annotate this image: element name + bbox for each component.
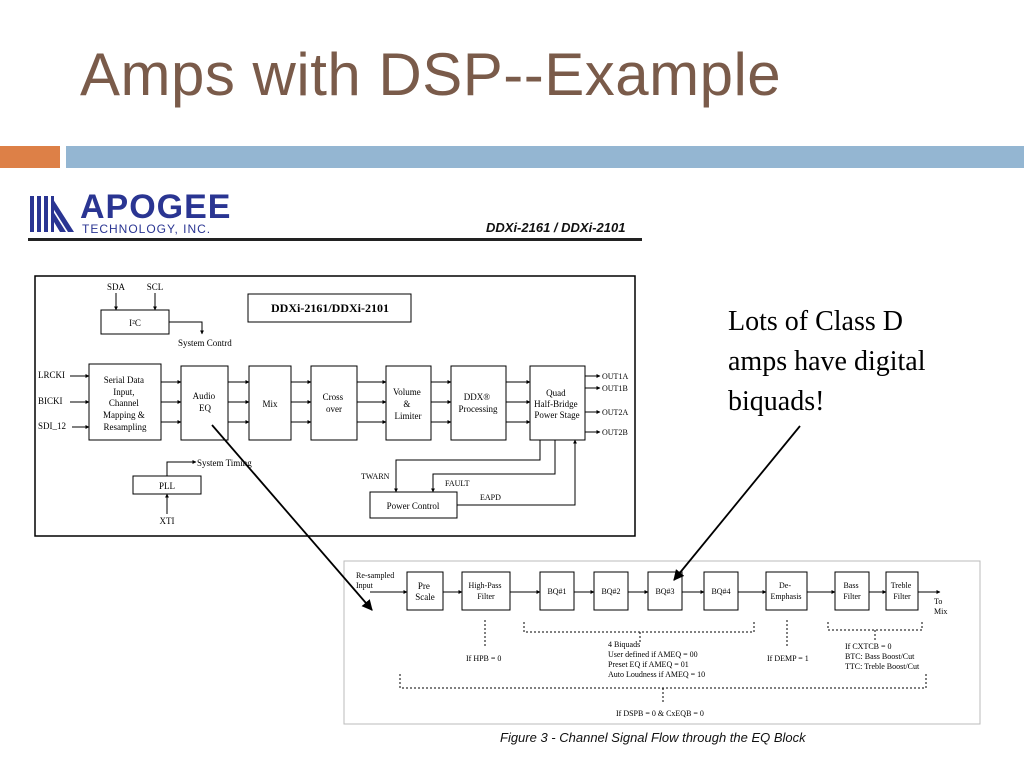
system-control-label: System Contrd	[178, 338, 232, 348]
block-diagram: DDXi-2161/DDXi-2101 SDA SCL I²C System C…	[34, 275, 636, 537]
input-label: LRCKI	[38, 370, 65, 380]
eq-input-label: Re-sampled Input	[356, 571, 396, 590]
demp-note: If DEMP = 1	[767, 654, 809, 663]
eq-block-treble: Treble Filter	[891, 581, 914, 601]
tone-note: If CXTCB = 0 BTC: Bass Boost/Cut TTC: Tr…	[845, 642, 920, 671]
eq-block-prescale: Pre Scale	[415, 581, 435, 602]
crossover-block: Cross over	[323, 392, 346, 414]
ddx-block: DDX® Processing	[459, 392, 498, 414]
audio-eq-block: Audio EQ	[193, 391, 218, 413]
callout-text: Lots of Class D amps have digital biquad…	[728, 302, 1008, 422]
hpb-note: If HPB = 0	[466, 654, 501, 663]
callout-line: biquads!	[728, 386, 825, 417]
header-rule	[28, 238, 642, 241]
serial-block: Serial Data Input, Channel Mapping & Res…	[103, 375, 147, 432]
eq-block-bq4: BQ#4	[711, 587, 730, 596]
output-label: OUT1B	[602, 384, 628, 393]
sda-label: SDA	[107, 282, 126, 292]
part-number: DDXi-2161 / DDXi-2101	[486, 220, 626, 235]
biquads-note: 4 Biquads User defined if AMEQ = 00 Pres…	[608, 640, 705, 679]
xti-label: XTI	[160, 516, 175, 526]
scl-label: SCL	[147, 282, 164, 292]
eq-block-bq2: BQ#2	[601, 587, 620, 596]
apogee-stripes-icon	[30, 196, 74, 232]
power-control-block: Power Control	[387, 501, 440, 511]
eq-block-bq3: BQ#3	[655, 587, 674, 596]
fault-label: FAULT	[445, 479, 470, 488]
system-timing-label: System Timing	[197, 458, 252, 468]
dspb-note: If DSPB = 0 & CxEQB = 0	[616, 709, 704, 718]
audio-eq-to-eq-arrow	[211, 424, 373, 611]
logo-subtitle: TECHNOLOGY, INC.	[82, 222, 212, 236]
diagram-frame	[34, 275, 636, 537]
i2c-block: I²C	[129, 318, 141, 328]
logo-name: APOGEE	[80, 188, 232, 226]
eq-output-label: To Mix	[934, 597, 947, 616]
callout-arrow	[673, 425, 801, 581]
eq-block-deemphasis: De- Emphasis	[770, 581, 801, 601]
slide-title: Amps with DSP--Example	[80, 41, 782, 108]
volume-block: Volume & Limiter	[393, 387, 423, 421]
pll-block: PLL	[159, 481, 175, 491]
input-label: SDI_12	[38, 421, 66, 431]
eq-frame	[343, 560, 981, 725]
accent-bar-blue	[66, 146, 1024, 168]
chip-label: DDXi-2161/DDXi-2101	[271, 301, 389, 315]
output-label: OUT2A	[602, 408, 628, 417]
accent-bar-orange	[0, 146, 60, 168]
eq-block-highpass: High-Pass Filter	[469, 581, 504, 601]
input-label: BICKI	[38, 396, 63, 406]
apogee-logo: APOGEE TECHNOLOGY, INC.	[28, 188, 248, 238]
mix-block: Mix	[262, 399, 278, 409]
callout-line: amps have digital	[728, 346, 926, 377]
callout-line: Lots of Class D	[728, 306, 903, 337]
eapd-label: EAPD	[480, 493, 501, 502]
output-label: OUT1A	[602, 372, 628, 381]
quad-block: Quad Half-Bridge Power Stage	[534, 388, 580, 420]
twarn-label: TWARN	[361, 472, 390, 481]
eq-block-bq1: BQ#1	[547, 587, 566, 596]
eq-diagram: Re-sampled Input Pre Scale High-Pass Fil…	[343, 560, 981, 725]
figure-caption: Figure 3 - Channel Signal Flow through t…	[500, 730, 806, 745]
eq-block-bass: Bass Filter	[843, 581, 861, 601]
output-label: OUT2B	[602, 428, 628, 437]
